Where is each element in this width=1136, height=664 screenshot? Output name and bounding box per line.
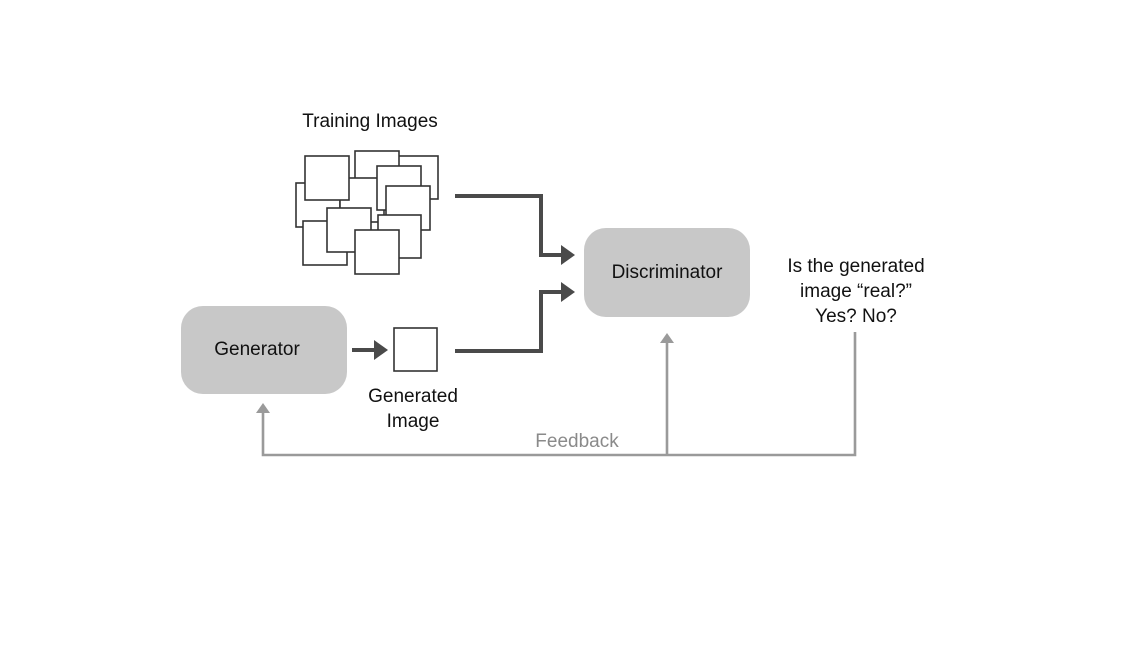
question-line2: image “real?”: [800, 281, 912, 302]
training-image: [304, 155, 350, 201]
feedback-arrowheads: [256, 333, 674, 413]
generated-image-label: Generated Image: [343, 384, 483, 434]
training-to-discriminator-arrow: [455, 194, 563, 257]
arrowhead-icon: [561, 245, 575, 265]
question-line3: Yes? No?: [815, 306, 897, 327]
arrowhead-icon: [374, 340, 388, 360]
arrowhead-up-icon: [256, 403, 270, 413]
discriminator-label: Discriminator: [611, 261, 723, 283]
forward-arrowheads: [374, 245, 575, 360]
forward-arrows: [352, 194, 563, 353]
generator-box: Generator: [181, 306, 347, 394]
generator-label: Generator: [214, 339, 300, 360]
training-images-label: Training Images: [302, 111, 438, 132]
generated-to-discriminator-arrow: [455, 290, 563, 353]
training-image: [354, 229, 400, 275]
training-images-stack: [295, 150, 439, 275]
discriminator-question: Is the generated image “real?” Yes? No?: [756, 254, 956, 329]
discriminator-box: Discriminator: [584, 228, 750, 317]
feedback-path: [261, 332, 857, 457]
arrowhead-up-icon: [660, 333, 674, 343]
generated-image-square: [393, 327, 438, 372]
question-line1: Is the generated: [787, 256, 925, 277]
generated-image-label-line2: Image: [386, 411, 440, 432]
feedback-loop: [261, 332, 857, 457]
feedback-label: Feedback: [535, 431, 619, 452]
generated-image-label-line1: Generated: [368, 386, 458, 407]
arrowhead-icon: [561, 282, 575, 302]
